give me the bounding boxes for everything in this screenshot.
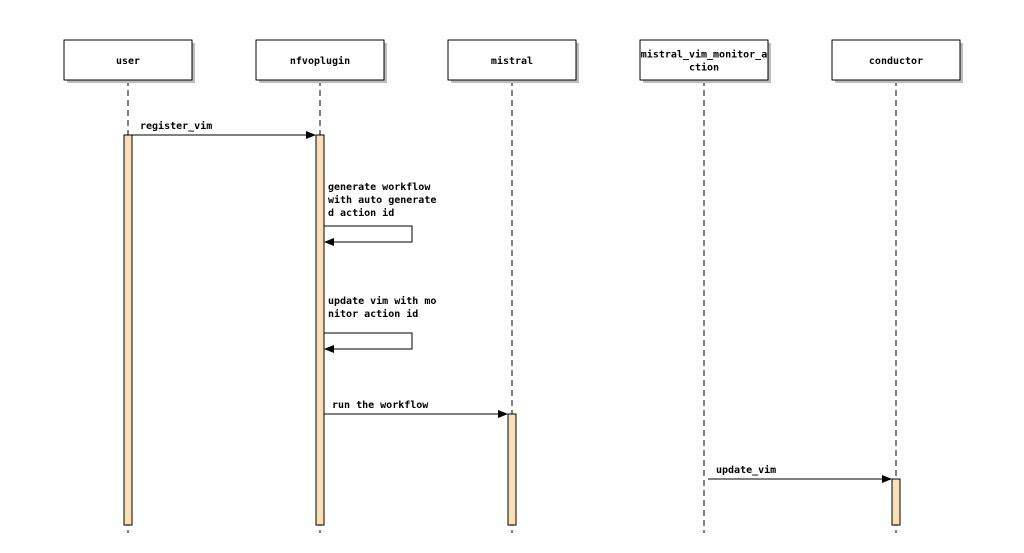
message-1: register_vim: [132, 120, 316, 139]
activation-nfvoplugin: [315, 134, 325, 526]
actor-conductor: conductor: [831, 39, 963, 83]
actor-mistral: mistral: [447, 39, 579, 83]
actor-label: user: [116, 56, 140, 67]
message-label: generate workflow: [328, 182, 431, 193]
actor-box: [639, 39, 769, 81]
self-message-arrow: [324, 225, 413, 246]
message-label: nitor action id: [328, 308, 418, 320]
message-label: register_vim: [140, 120, 212, 132]
actor-label: ction: [689, 62, 719, 74]
actor-label: mistral: [491, 55, 533, 67]
actor-mistral_vim_monitor_action: mistral_vim_monitor_action: [639, 39, 771, 83]
actor-box: [447, 39, 577, 81]
message-label: with auto generate: [328, 194, 436, 206]
actor-nfvoplugin: nfvoplugin: [255, 39, 387, 83]
actor-box: [63, 39, 193, 81]
actor-label: nfvoplugin: [290, 55, 350, 67]
actor-user: user: [63, 39, 195, 83]
message-label: update_vim: [716, 464, 776, 476]
actor-box: [255, 39, 385, 81]
message-3: update vim with monitor action id: [324, 295, 436, 353]
actor-label: conductor: [869, 56, 923, 67]
activation-mistral: [507, 413, 517, 526]
message-label: update vim with mo: [328, 295, 436, 307]
actor-label: mistral_vim_monitor_a: [641, 49, 767, 61]
message-4: run the workflow: [324, 400, 508, 418]
activation-conductor: [891, 478, 901, 526]
actor-box: [831, 39, 961, 81]
message-5: update_vim: [708, 464, 892, 483]
message-label: run the workflow: [332, 400, 429, 411]
self-message-arrow: [324, 332, 413, 353]
message-label: d action id: [328, 207, 394, 219]
activation-user: [123, 134, 133, 526]
